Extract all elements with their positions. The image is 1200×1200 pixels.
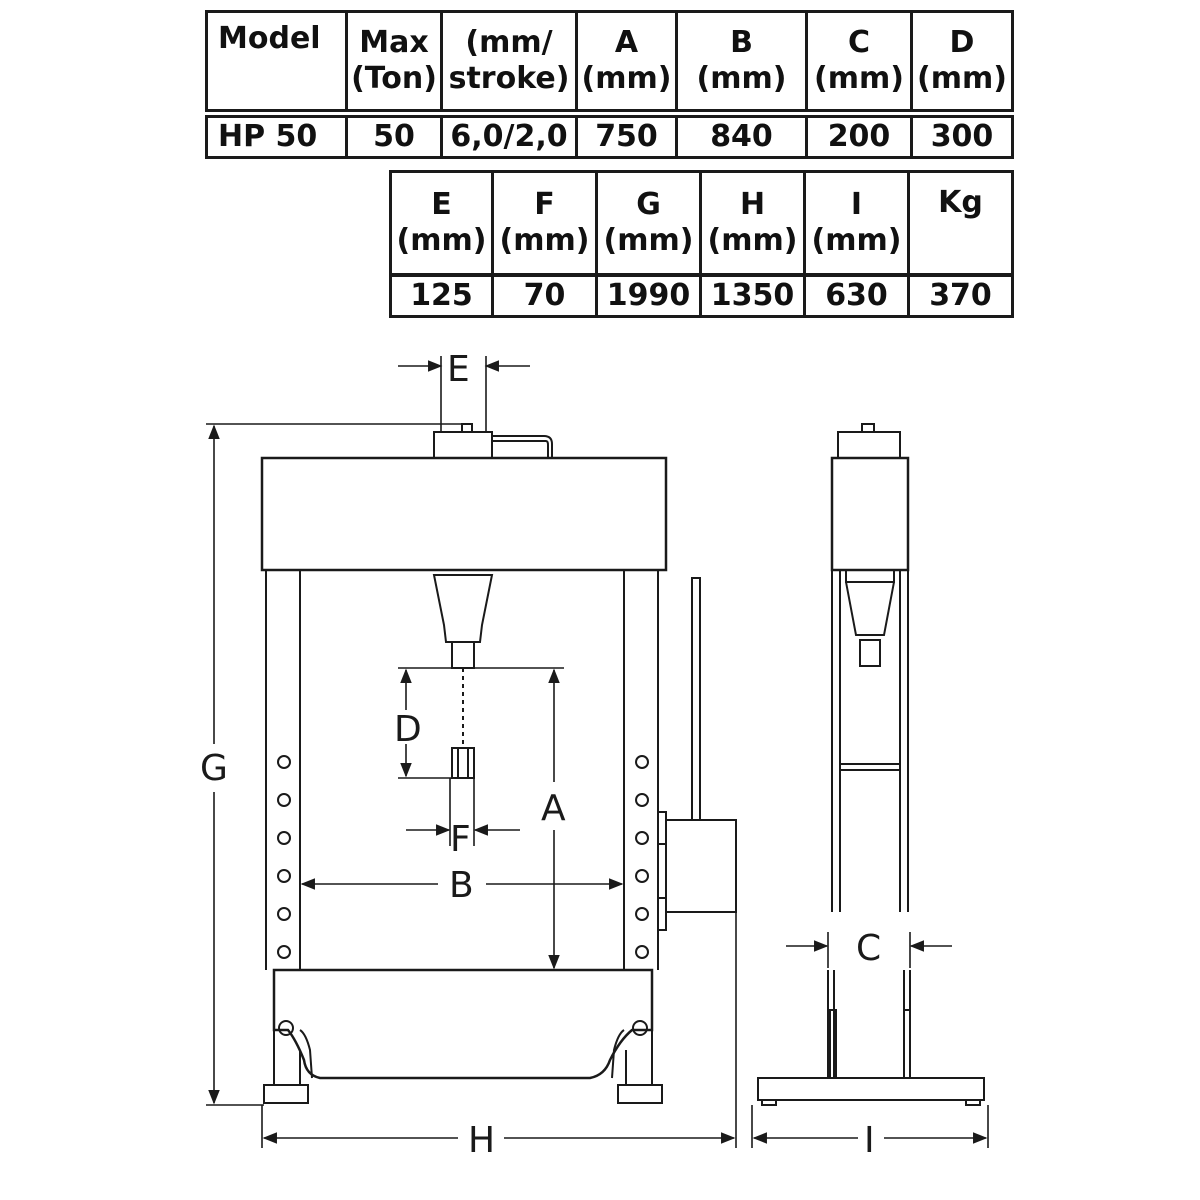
piston <box>451 641 475 669</box>
label-g: G <box>200 748 228 789</box>
value-i: 630 <box>803 274 910 318</box>
header-h: H (mm) <box>699 170 806 276</box>
left-column <box>265 570 301 970</box>
header-i: I (mm) <box>803 170 910 276</box>
side-pump-block <box>837 431 901 459</box>
value-mm-stroke: 6,0/2,0 <box>440 115 578 159</box>
header-a: A (mm) <box>575 10 678 112</box>
table-row: HP 50 50 6,0/2,0 750 840 200 300 <box>205 115 1014 159</box>
right-column <box>623 570 659 970</box>
table-row: 125 70 1990 1350 630 370 <box>389 274 1014 318</box>
header-max-ton: Max (Ton) <box>345 10 443 112</box>
label-c: C <box>856 928 881 969</box>
value-d: 300 <box>910 115 1014 159</box>
side-base <box>757 1077 985 1101</box>
label-i: I <box>864 1120 875 1161</box>
label-e: E <box>447 349 470 390</box>
header-g: G (mm) <box>595 170 702 276</box>
right-foot <box>617 1084 663 1104</box>
dimension-labels: E G D A F B H C I <box>200 349 881 1161</box>
press-bed <box>272 968 654 1080</box>
press-tool <box>451 747 475 779</box>
value-g: 1990 <box>595 274 702 318</box>
value-kg: 370 <box>907 274 1014 318</box>
header-f: F (mm) <box>491 170 598 276</box>
value-model: HP 50 <box>205 115 348 159</box>
value-f: 70 <box>491 274 598 318</box>
header-mm-stroke: (mm/ stroke) <box>440 10 578 112</box>
header-d: D (mm) <box>910 10 1014 112</box>
value-a: 750 <box>575 115 678 159</box>
dimension-lines <box>206 356 989 1148</box>
spec-table-top-header: Model Max (Ton) (mm/ stroke) A (mm) B (m… <box>205 10 1014 112</box>
side-cylinder <box>845 581 895 636</box>
column-holes <box>277 755 649 959</box>
value-h: 1350 <box>699 274 806 318</box>
value-e: 125 <box>389 274 494 318</box>
table-row: E (mm) F (mm) G (mm) H (mm) I (mm) Kg <box>389 170 1014 276</box>
label-h: H <box>468 1120 495 1161</box>
label-f: F <box>450 819 471 860</box>
header-e: E (mm) <box>389 170 494 276</box>
spec-table-bottom-values: 125 70 1990 1350 630 370 <box>389 274 1014 318</box>
table-row: Model Max (Ton) (mm/ stroke) A (mm) B (m… <box>205 10 1014 112</box>
value-c: 200 <box>805 115 913 159</box>
label-d: D <box>394 709 422 750</box>
header-kg: Kg <box>907 170 1014 276</box>
left-foot <box>263 1084 309 1104</box>
value-b: 840 <box>675 115 808 159</box>
header-b: B (mm) <box>675 10 808 112</box>
pump-handle <box>691 577 701 821</box>
cylinder <box>432 574 494 643</box>
label-b: B <box>449 865 474 906</box>
pump-block <box>433 431 493 459</box>
header-c: C (mm) <box>805 10 913 112</box>
label-a: A <box>541 788 566 829</box>
side-crossbeam <box>830 456 910 572</box>
top-crossbeam <box>260 456 668 572</box>
value-max-ton: 50 <box>345 115 443 159</box>
spec-table-bottom-header: E (mm) F (mm) G (mm) H (mm) I (mm) Kg <box>389 170 1014 276</box>
front-view <box>260 423 737 1104</box>
spec-table-top-values: HP 50 50 6,0/2,0 750 840 200 300 <box>205 115 1014 159</box>
header-model: Model <box>205 10 348 112</box>
side-view <box>757 423 985 1106</box>
pump-box <box>665 819 737 913</box>
